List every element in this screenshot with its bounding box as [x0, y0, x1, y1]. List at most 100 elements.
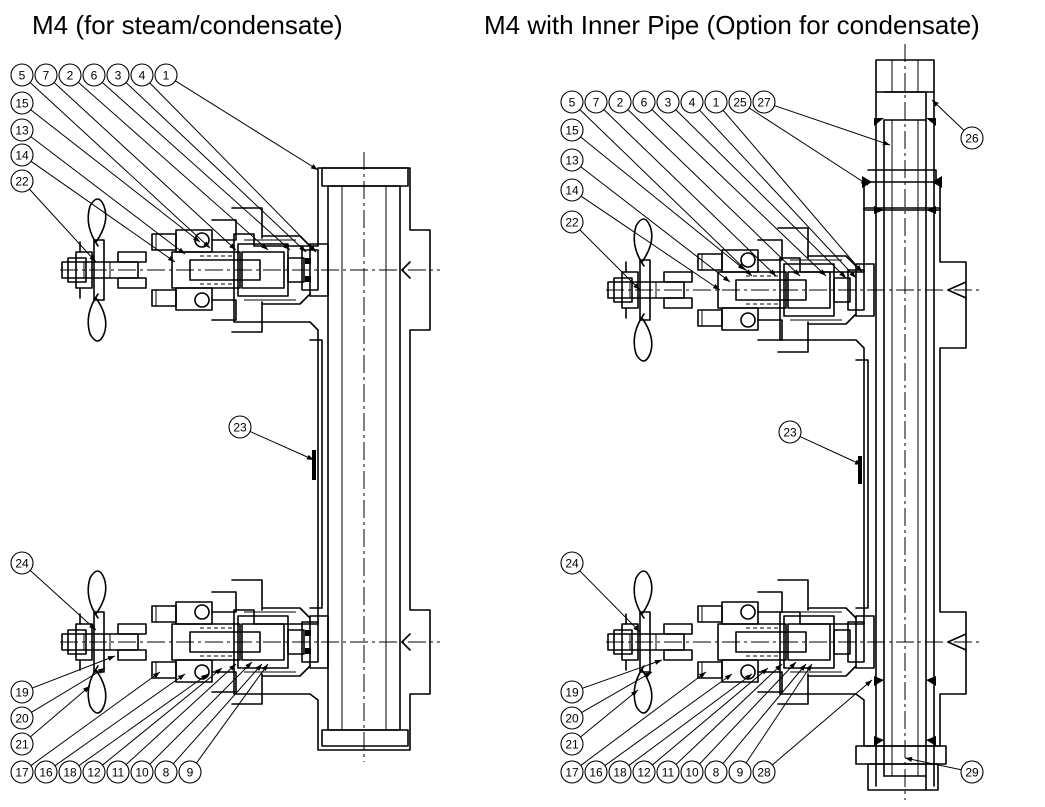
- left-leader-arrow: [306, 454, 314, 460]
- right-callout-bubble: [560, 732, 584, 756]
- right-leader-arrow: [633, 283, 640, 290]
- left-leader-line: [101, 81, 291, 251]
- left-leader-arrow: [299, 245, 306, 252]
- left-callout-bubble: [106, 760, 130, 784]
- left-leader-arrow: [83, 686, 90, 693]
- right-callout-bubble: [960, 126, 984, 150]
- right-drawing: [606, 44, 980, 800]
- left-callout-label: 6: [91, 69, 98, 83]
- left-callout-bubble: [154, 63, 178, 87]
- left-leader-arrow: [152, 672, 160, 679]
- right-callout-label: 1: [713, 96, 720, 110]
- right-leader-line: [627, 109, 801, 277]
- left-leader-line: [196, 663, 269, 764]
- left-callout-label: 14: [15, 149, 29, 163]
- right-callout-bubble: [632, 760, 656, 784]
- left-leader-line: [30, 160, 176, 263]
- left-leader-arrow: [214, 668, 222, 675]
- left-callout-label: 24: [15, 557, 29, 571]
- left-callout-bubble: [10, 63, 34, 87]
- right-callout-bubble: [728, 90, 752, 114]
- right-leader-arrow: [775, 664, 782, 671]
- left-callout-label: 13: [15, 124, 29, 138]
- right-callout-bubble: [680, 760, 704, 784]
- right-callout-label: 3: [665, 96, 672, 110]
- right-leader-arrow: [799, 664, 806, 671]
- right-callout-label: 17: [565, 766, 579, 780]
- right-callout-label: 12: [637, 766, 651, 780]
- left-callout-label: 23: [233, 421, 247, 435]
- right-leader-line: [579, 109, 753, 277]
- left-callout-bubble: [228, 415, 252, 439]
- right-leader-arrow: [860, 179, 868, 185]
- right-leader-arrow: [744, 674, 752, 681]
- right-callout-bubble: [704, 90, 728, 114]
- left-leader-line: [54, 673, 186, 767]
- left-callout-bubble: [106, 63, 130, 87]
- right-callout-bubble: [560, 178, 584, 202]
- right-callout-label: 16: [589, 766, 603, 780]
- right-callout-bubble: [752, 760, 776, 784]
- left-callout-bubble: [10, 143, 34, 167]
- left-callout-label: 4: [139, 69, 146, 83]
- left-leader-arrow: [245, 662, 252, 669]
- left-callout-bubble: [58, 63, 82, 87]
- right-leader-arrow: [630, 690, 638, 697]
- right-leader-arrow: [654, 659, 662, 665]
- right-leader-arrow: [819, 269, 826, 276]
- right-leader-line: [772, 679, 873, 766]
- title-left: M4 (for steam/condensate): [32, 10, 343, 40]
- right-callout-bubble: [560, 760, 584, 784]
- right-leader-line: [699, 661, 797, 765]
- left-callout-bubble: [130, 63, 154, 87]
- right-callout-label: 7: [593, 96, 600, 110]
- left-callout-bubble: [10, 551, 34, 575]
- right-leader-line: [580, 195, 721, 291]
- right-leader-arrow: [724, 674, 732, 681]
- right-leader-arrow: [849, 271, 856, 278]
- right-leader-arrow: [865, 680, 872, 687]
- right-callout-label: 20: [565, 712, 579, 726]
- left-callout-label: 9: [187, 766, 194, 780]
- right-callout-bubble: [560, 551, 584, 575]
- right-callout-bubble: [704, 760, 728, 784]
- right-callout-label: 19: [565, 686, 579, 700]
- left-leader-arrow: [89, 623, 96, 630]
- right-leader-line: [931, 99, 965, 131]
- left-leader-line: [149, 82, 317, 253]
- right-callout-label: 25: [733, 96, 747, 110]
- left-leader-line: [78, 673, 209, 767]
- left-leader-arrow: [107, 656, 115, 661]
- right-leader-line: [580, 671, 707, 766]
- left-leader-line: [53, 82, 237, 251]
- right-leader-arrow: [793, 269, 800, 276]
- left-leader-line: [172, 663, 263, 765]
- right-callout-label: 2: [617, 96, 624, 110]
- left-leader-line: [29, 570, 97, 631]
- right-callout-label: 5: [569, 96, 576, 110]
- left-callout-bubble: [10, 118, 34, 142]
- left-leader-arrow: [97, 668, 105, 674]
- right-callout-label: 22: [565, 216, 579, 230]
- right-leader-arrow: [698, 672, 706, 679]
- left-leader-line: [31, 667, 106, 713]
- left-leader-arrow: [229, 664, 236, 671]
- right-leader-line: [675, 663, 783, 765]
- right-leader-arrow: [737, 263, 745, 270]
- right-leader-arrow: [633, 625, 640, 632]
- right-leader-arrow: [722, 275, 730, 282]
- right-leader-line: [580, 166, 731, 283]
- right-leader-arrow: [789, 662, 796, 669]
- left-callout-bubble: [10, 680, 34, 704]
- left-drawing: [60, 152, 440, 762]
- right-leader-arrow: [905, 756, 913, 762]
- right-leader-line: [581, 671, 653, 713]
- left-callout-bubble: [58, 760, 82, 784]
- left-callout-label: 11: [112, 766, 125, 780]
- right-callout-label: 13: [565, 154, 579, 168]
- left-callout-bubble: [82, 760, 106, 784]
- right-callout-label: 26: [965, 132, 979, 146]
